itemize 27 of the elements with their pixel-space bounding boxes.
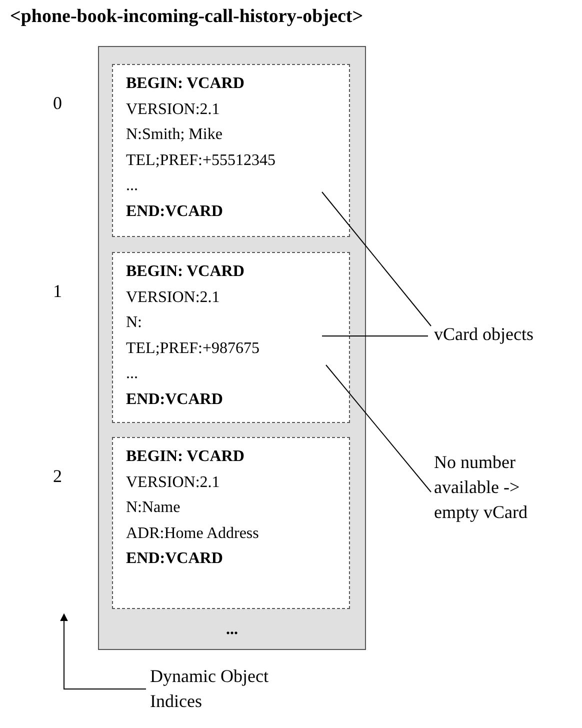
- leader-line: [322, 192, 432, 326]
- vcard-field-text: N:Smith; Mike: [126, 125, 222, 145]
- callout-text: vCard objects: [434, 322, 574, 352]
- vcard-field-text: TEL;PREF:+987675: [126, 338, 260, 358]
- vcard-field-text: ...: [126, 176, 138, 196]
- arrow: [60, 613, 146, 690]
- vcard-field-text: ...: [126, 364, 138, 384]
- vcard-field-text: VERSION:2.1: [126, 472, 220, 492]
- ellipsis-text: ...: [226, 621, 238, 639]
- vcard-field-text: END:VCARD: [126, 549, 223, 569]
- index-number: 1: [53, 281, 62, 301]
- index-number: 0: [53, 93, 62, 113]
- vcard-field-text: ADR:Home Address: [126, 524, 259, 544]
- callout-text: Dynamic Object Indices: [150, 664, 285, 720]
- index-number: 2: [53, 466, 62, 486]
- vcard-field-text: BEGIN: VCARD: [126, 74, 244, 94]
- vcard-field-text: END:VCARD: [126, 202, 223, 222]
- vcard-field-text: VERSION:2.1: [126, 100, 220, 120]
- title: <phone-book-incoming-call-history-object>: [10, 6, 364, 28]
- vcard-field-text: TEL;PREF:+55512345: [126, 150, 276, 170]
- vcard-field-text: BEGIN: VCARD: [126, 262, 244, 282]
- callout-text: No number available -> empty vCard: [434, 450, 559, 530]
- vcard-field-text: BEGIN: VCARD: [126, 447, 244, 467]
- vcard-field-text: VERSION:2.1: [126, 288, 220, 308]
- vcard-field-text: N:: [126, 313, 142, 333]
- vcard-field-text: N:Name: [126, 498, 180, 518]
- vcard-field-text: END:VCARD: [126, 390, 223, 410]
